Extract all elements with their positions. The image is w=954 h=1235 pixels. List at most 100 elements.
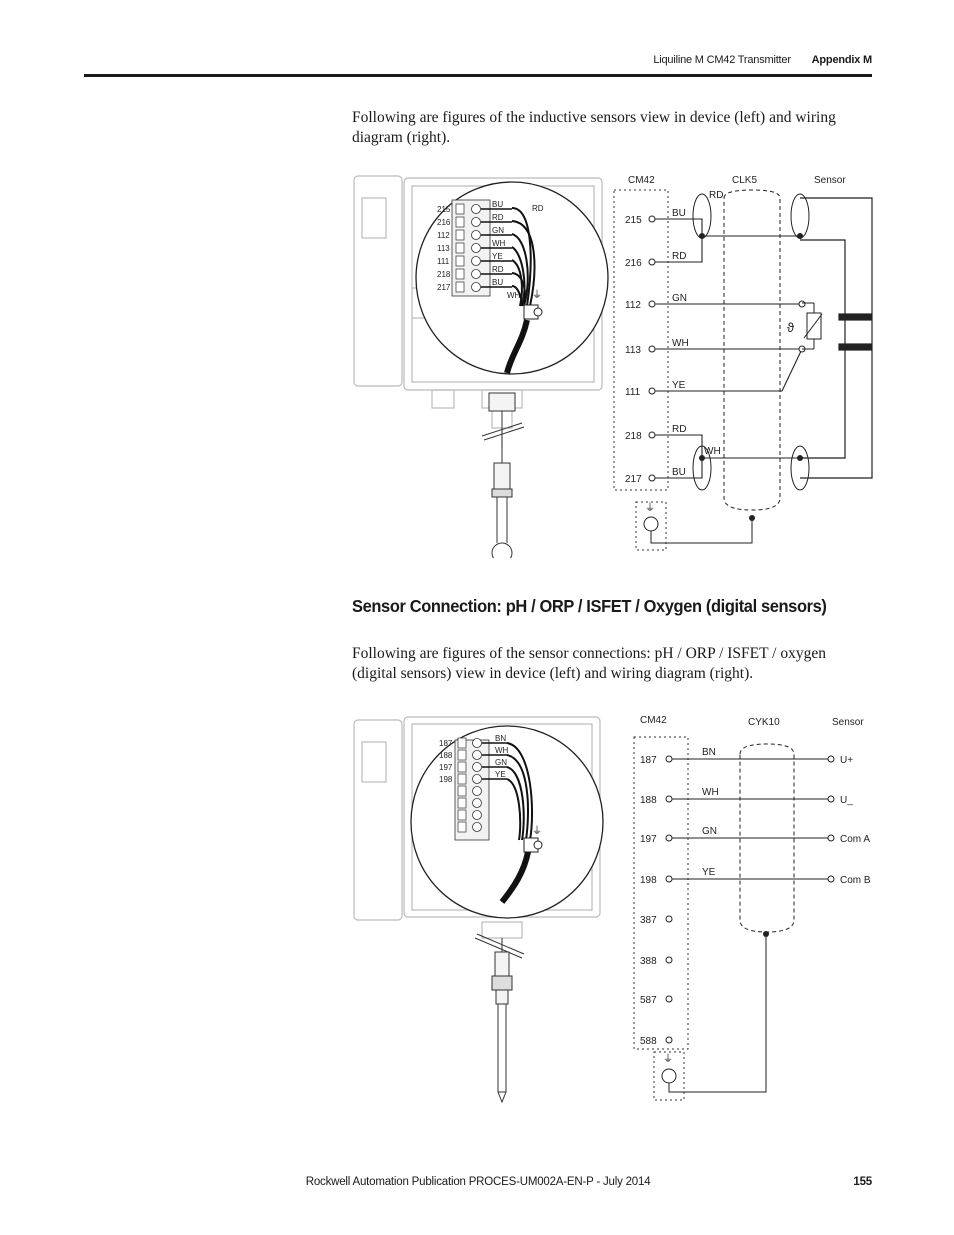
col-sensor: Sensor <box>814 175 846 186</box>
terminal-lever-2 <box>457 761 467 773</box>
terminal-lever <box>455 203 465 215</box>
sensor-coils <box>800 197 873 479</box>
col-cm42-2: CM42 <box>640 715 667 726</box>
col-sensor-2: Sensor <box>832 717 864 728</box>
wiring-path <box>655 236 703 263</box>
terminal-screw-2 <box>472 762 482 772</box>
cable-rd-label: RD <box>709 190 723 201</box>
col-cable: CLK5 <box>732 175 757 186</box>
terminal-point <box>648 258 656 266</box>
device-wire-label-2: YE <box>495 770 506 779</box>
wire-label: RD <box>672 251 686 262</box>
wiring-path <box>655 218 800 237</box>
terminal-point-2 <box>665 875 673 883</box>
wire-label: RD <box>672 424 686 435</box>
footer-publication: Rockwell Automation Publication PROCES-U… <box>305 1176 651 1188</box>
section-heading: Sensor Connection: pH / ORP / ISFET / Ox… <box>352 596 827 616</box>
device-terminal-number: 112 <box>437 231 450 240</box>
terminal-point-2 <box>665 915 673 923</box>
terminal-screw-2 <box>472 774 482 784</box>
terminal-screw <box>471 256 481 266</box>
terminal-number: 218 <box>625 431 642 442</box>
device-wire-label: BU <box>492 278 503 287</box>
terminal-screw <box>471 217 481 227</box>
cyk10-cable-shield <box>739 743 795 933</box>
terminal-number-2: 188 <box>640 795 657 806</box>
terminal-screw-2 <box>472 738 482 748</box>
wiring-path <box>655 457 800 479</box>
wire-label-2: WH <box>702 787 719 798</box>
device-wire-bundle <box>511 207 536 307</box>
ground-wire <box>650 518 753 544</box>
wire-label: BU <box>672 467 686 478</box>
terminal-point-2 <box>665 834 673 842</box>
terminal-lever <box>455 242 465 254</box>
sensor-pin-label: Com B <box>840 875 871 886</box>
digital-sensor-body <box>474 933 525 1104</box>
terminal-lever-2 <box>457 809 467 821</box>
ground-junction <box>749 515 755 521</box>
terminal-number-2: 587 <box>640 995 657 1006</box>
terminal-lever <box>455 216 465 228</box>
terminal-point-2 <box>665 755 673 763</box>
terminal-lever-2 <box>457 821 467 833</box>
terminal-number-2: 387 <box>640 915 657 926</box>
terminal-point-2 <box>665 1036 673 1044</box>
wire-label: WH <box>672 338 689 349</box>
device-terminal-number-2: 188 <box>439 751 453 760</box>
sensor-pin-label: U_ <box>840 795 853 806</box>
device-extra-rd-label: RD <box>532 204 544 213</box>
page-number: 155 <box>853 1176 872 1188</box>
ground-symbol: ⏚ <box>532 289 542 301</box>
theta-symbol: ϑ <box>787 320 795 335</box>
terminal-point-2 <box>665 956 673 964</box>
terminal-point <box>648 345 656 353</box>
device-wh-label: WH <box>507 291 521 300</box>
device-cable <box>504 319 530 374</box>
ground-box <box>635 501 667 551</box>
terminal-number: 113 <box>625 345 641 356</box>
device-terminal-number-2: 197 <box>439 763 453 772</box>
terminal-point <box>648 300 656 308</box>
device-wire-label-2: GN <box>495 758 507 767</box>
ground-screw <box>533 307 543 317</box>
twisted-pair-ellipses <box>692 193 810 491</box>
terminal-number: 111 <box>625 387 641 398</box>
clk5-cable-shield <box>723 189 781 511</box>
device-terminal-number: 216 <box>437 218 451 227</box>
terminal-point <box>648 387 656 395</box>
device-terminal-number: 218 <box>437 270 451 279</box>
device-wire-label: YE <box>492 252 503 261</box>
sensor-pin-point <box>827 755 835 763</box>
sensor-pin-label: Com A <box>840 834 870 845</box>
ground-symbol-diagram-2: ⏚ <box>663 1053 673 1065</box>
device-terminal-number-2: 187 <box>439 739 453 748</box>
terminal-point <box>648 431 656 439</box>
wire-label: YE <box>672 380 686 391</box>
terminal-lever <box>455 255 465 267</box>
sensor-contact <box>798 300 806 308</box>
terminal-number-2: 187 <box>640 755 657 766</box>
device-wire-bundle-2 <box>506 742 534 841</box>
ground-wire-2 <box>668 934 767 1093</box>
ground-symbol-2: ⏚ <box>532 825 542 837</box>
terminal-screw-2 <box>472 798 482 808</box>
cm42-terminal-box <box>613 189 669 491</box>
device-wire-label-2: BN <box>495 734 506 743</box>
terminal-screw-2 <box>472 750 482 760</box>
terminal-point <box>648 215 656 223</box>
terminal-screw <box>471 243 481 253</box>
terminal-screw <box>471 282 481 292</box>
terminal-number-2: 388 <box>640 956 657 967</box>
terminal-lever-2 <box>457 737 467 749</box>
ground-junction-2 <box>763 931 769 937</box>
terminal-number: 215 <box>625 215 642 226</box>
terminal-screw-2 <box>472 786 482 796</box>
extra-wh-label: WH <box>704 446 721 457</box>
wire-label-2: YE <box>702 867 716 878</box>
terminal-point <box>648 474 656 482</box>
terminal-number: 112 <box>625 300 641 311</box>
